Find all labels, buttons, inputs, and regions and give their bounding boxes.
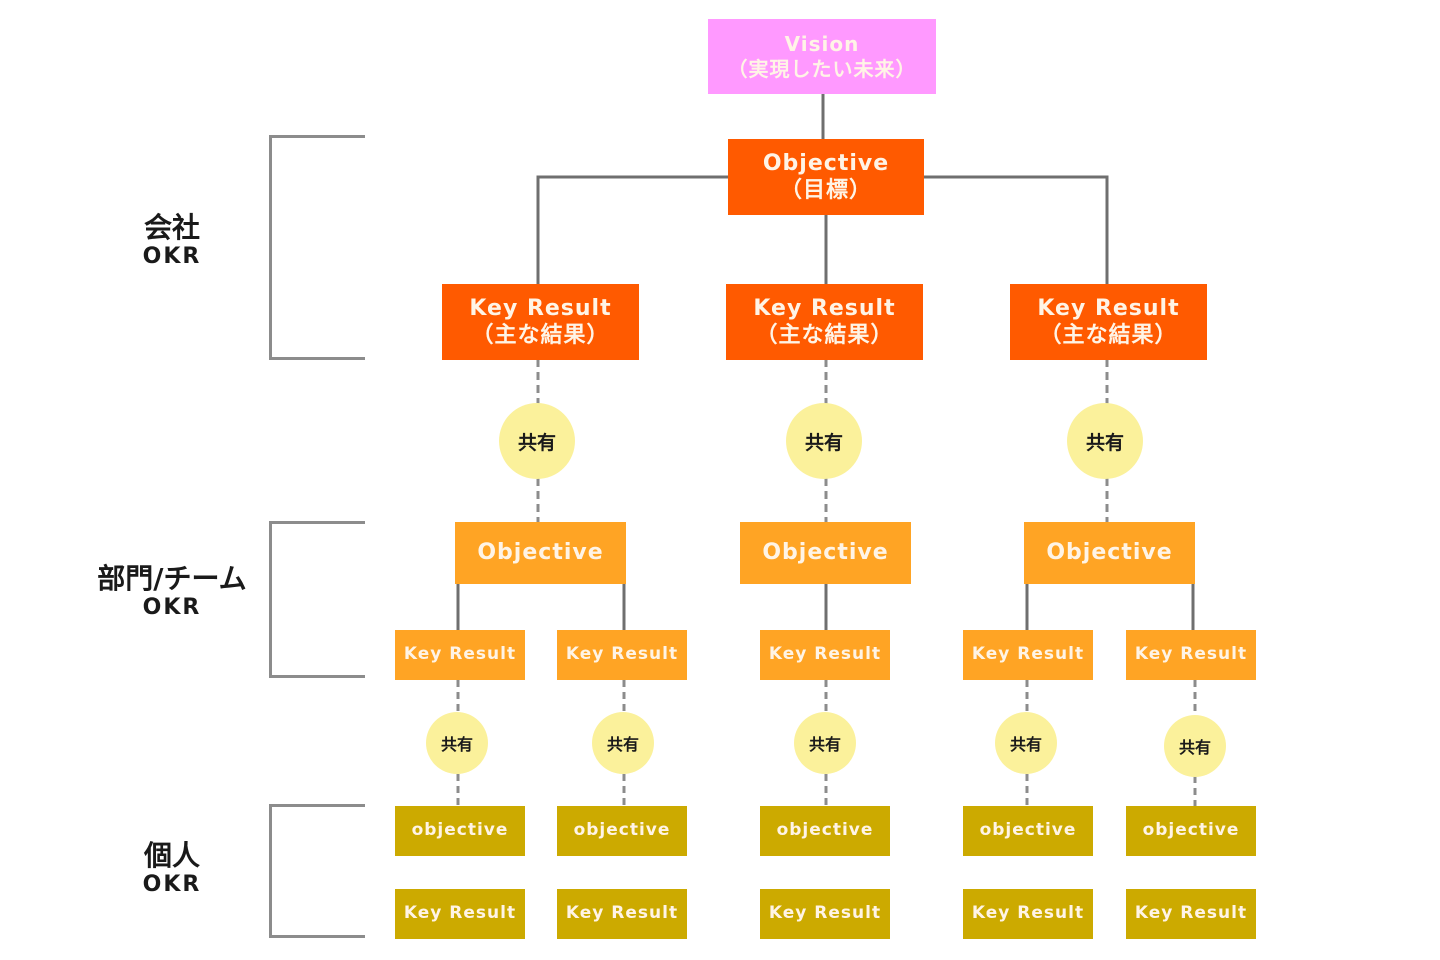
level-label-main: 個人 — [143, 839, 200, 872]
individual-objective-label: objective — [776, 820, 874, 841]
department-key-result-box: Key Result — [395, 630, 525, 680]
company-key-result-title: Key Result — [469, 295, 612, 321]
individual-objective-label: objective — [411, 820, 509, 841]
company-key-result-title: Key Result — [1037, 295, 1180, 321]
level-label-sub: OKR — [142, 595, 202, 621]
individual-key-result-label: Key Result — [971, 903, 1085, 924]
department-key-result-box: Key Result — [963, 630, 1093, 680]
company-key-result-subtitle: （主な結果） — [471, 323, 610, 348]
department-objective-title: Objective — [477, 540, 604, 566]
individual-key-result-label: Key Result — [403, 903, 517, 924]
company-key-result-subtitle: （主な結果） — [1039, 323, 1178, 348]
individual-objective-box: objective — [395, 806, 525, 856]
share-badge: 共有 — [426, 712, 488, 774]
company-objective-title: Objective — [762, 150, 890, 176]
vision-title: Vision — [784, 31, 860, 56]
department-key-result-box: Key Result — [760, 630, 890, 680]
company-key-result-box: Key Result （主な結果） — [442, 284, 639, 360]
level-label-sub: OKR — [142, 872, 202, 898]
individual-objective-label: objective — [979, 820, 1077, 841]
vision-subtitle: （実現したい未来） — [727, 56, 917, 81]
vision-box: Vision （実現したい未来） — [708, 19, 936, 94]
bracket-department — [269, 521, 365, 678]
company-key-result-title: Key Result — [753, 295, 896, 321]
department-key-result-label: Key Result — [768, 644, 882, 665]
department-key-result-label: Key Result — [971, 644, 1085, 665]
individual-key-result-box: Key Result — [1126, 889, 1256, 939]
company-key-result-subtitle: （主な結果） — [755, 323, 894, 348]
individual-objective-box: objective — [557, 806, 687, 856]
bracket-individual — [269, 804, 365, 938]
individual-key-result-label: Key Result — [565, 903, 679, 924]
individual-key-result-box: Key Result — [760, 889, 890, 939]
individual-key-result-label: Key Result — [768, 903, 882, 924]
share-badge: 共有 — [592, 712, 654, 774]
individual-objective-label: objective — [573, 820, 671, 841]
department-key-result-label: Key Result — [565, 644, 679, 665]
department-key-result-label: Key Result — [403, 644, 517, 665]
company-key-result-box: Key Result （主な結果） — [1010, 284, 1207, 360]
department-objective-title: Objective — [1046, 540, 1173, 566]
individual-key-result-box: Key Result — [395, 889, 525, 939]
level-label-main: 部門/チーム — [97, 562, 247, 595]
department-objective-box: Objective — [455, 522, 626, 584]
department-objective-box: Objective — [1024, 522, 1195, 584]
individual-key-result-label: Key Result — [1134, 903, 1248, 924]
bracket-company — [269, 135, 365, 360]
level-label-department: 部門/チーム OKR — [72, 562, 272, 621]
department-key-result-box: Key Result — [557, 630, 687, 680]
individual-objective-box: objective — [760, 806, 890, 856]
share-badge: 共有 — [1164, 715, 1226, 777]
department-objective-title: Objective — [762, 540, 889, 566]
level-label-main: 会社 — [143, 211, 200, 244]
individual-key-result-box: Key Result — [963, 889, 1093, 939]
department-key-result-box: Key Result — [1126, 630, 1256, 680]
individual-objective-label: objective — [1142, 820, 1240, 841]
company-key-result-box: Key Result （主な結果） — [726, 284, 923, 360]
connector-objective-kr-right — [923, 175, 1109, 284]
company-objective-box: Objective （目標） — [728, 139, 924, 215]
individual-key-result-box: Key Result — [557, 889, 687, 939]
department-objective-box: Objective — [740, 522, 911, 584]
level-label-sub: OKR — [142, 244, 202, 270]
connector-objective-kr-left — [536, 175, 728, 284]
share-badge: 共有 — [499, 403, 575, 479]
department-key-result-label: Key Result — [1134, 644, 1248, 665]
level-label-company: 会社 OKR — [110, 211, 234, 270]
share-badge: 共有 — [786, 403, 862, 479]
level-label-individual: 個人 OKR — [110, 839, 234, 898]
share-badge: 共有 — [794, 712, 856, 774]
share-badge: 共有 — [995, 712, 1057, 774]
company-objective-subtitle: （目標） — [779, 178, 872, 203]
individual-objective-box: objective — [963, 806, 1093, 856]
share-badge: 共有 — [1067, 403, 1143, 479]
individual-objective-box: objective — [1126, 806, 1256, 856]
